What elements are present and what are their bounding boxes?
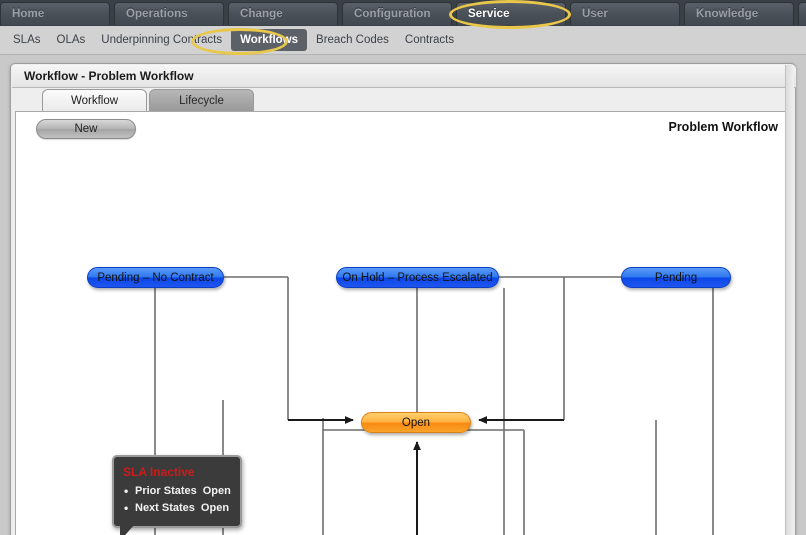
workflow-node-on-hold-process-escalated[interactable]: On Hold – Process Escalated (336, 267, 499, 288)
subnav-item-breach-codes[interactable]: Breach Codes (316, 34, 389, 46)
nav-tab-knowledge[interactable]: Knowledge (684, 2, 794, 25)
nav-tab-operations[interactable]: Operations (114, 2, 224, 25)
content-panel: Workflow - Problem Workflow Workflow Lif… (10, 63, 796, 535)
tab-lifecycle[interactable]: Lifecycle (149, 89, 254, 112)
subnav-item-slas[interactable]: SLAs (13, 34, 41, 46)
workflow-node-open[interactable]: Open (361, 412, 471, 433)
workflow-connectors (154, 276, 714, 535)
nav-tab-service[interactable]: Service (456, 2, 566, 25)
vertical-scrollbar[interactable] (785, 65, 794, 535)
subnav-item-underpinning-contracts[interactable]: Underpinning Contracts (101, 34, 223, 46)
workflow-node-pending-no-contract[interactable]: Pending – No Contract (87, 267, 224, 288)
nav-tab-user[interactable]: User (570, 2, 680, 25)
page-title: Workflow - Problem Workflow (12, 65, 796, 88)
nav-tab-change[interactable]: Change (228, 2, 338, 25)
nav-tab-home[interactable]: Home (0, 2, 110, 25)
tooltip-title: SLA Inactive (123, 465, 195, 479)
workflow-canvas: New Problem Workflow (15, 111, 793, 535)
canvas-heading: Problem Workflow (668, 120, 778, 134)
nav-tab-r[interactable]: R (798, 2, 806, 25)
tab-workflow[interactable]: Workflow (42, 89, 147, 112)
new-button[interactable]: New (36, 119, 136, 139)
sub-navigation-bar: SLAs OLAs Underpinning Contracts Workflows B… (0, 26, 806, 55)
subnav-item-olas[interactable]: OLAs (56, 34, 86, 46)
tooltip-row: Prior States Open (124, 484, 231, 498)
tooltip-row-value: Open (202, 485, 231, 497)
tooltip-row: Next States Open (124, 501, 231, 515)
subnav-item-workflows[interactable]: Workflows (231, 29, 308, 51)
subnav-item-contracts[interactable]: Contracts (404, 34, 455, 46)
tooltip-row-value: Open (200, 502, 230, 514)
tooltip-tail (120, 525, 134, 535)
tooltip-row-label: Next States (135, 502, 195, 514)
tooltip-row-label: Prior States (135, 485, 197, 497)
nav-tab-configuration[interactable]: Configuration (342, 2, 452, 25)
workflow-node-pending[interactable]: Pending (621, 267, 731, 288)
panel-tabstrip: Workflow Lifecycle (12, 88, 796, 112)
